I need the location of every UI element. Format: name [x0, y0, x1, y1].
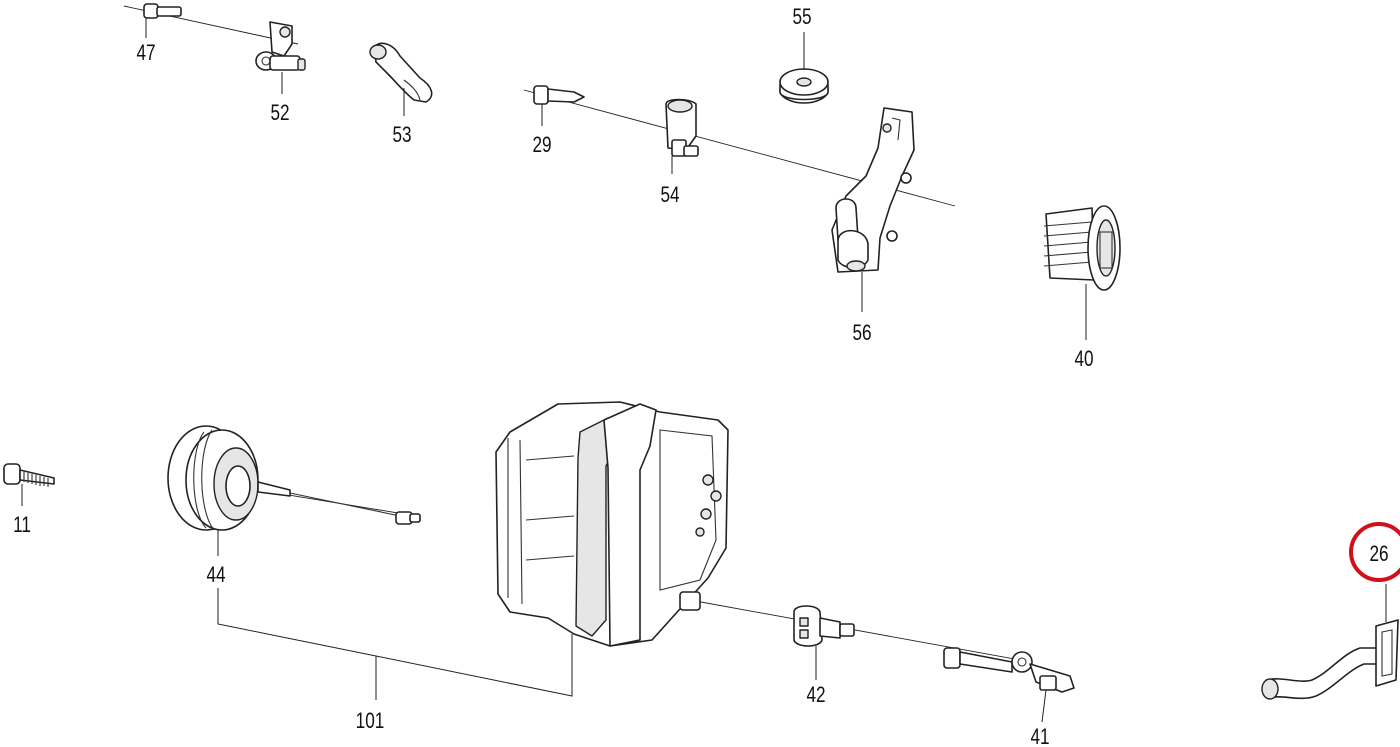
callout-101[interactable]: 101	[356, 709, 385, 734]
callout-42[interactable]: 42	[806, 683, 825, 708]
callout-52[interactable]: 52	[270, 101, 289, 126]
callout-53[interactable]: 53	[392, 123, 411, 148]
axis-line-42-41	[689, 599, 1021, 661]
callout-44[interactable]: 44	[206, 563, 225, 588]
callout-54[interactable]: 54	[660, 183, 679, 208]
callout-56[interactable]: 56	[852, 321, 871, 346]
callout-26[interactable]: 26	[1369, 542, 1388, 567]
part-56-throttle-body[interactable]	[831, 107, 915, 273]
part-54-clamp[interactable]	[665, 98, 699, 157]
leader-41	[1041, 689, 1047, 723]
part-11-screw[interactable]	[3, 463, 55, 487]
highlight-circle-26	[1349, 522, 1400, 582]
part-29-bolt[interactable]	[533, 85, 585, 105]
part-47-bolt[interactable]	[143, 3, 182, 19]
part-53-elbow-hose[interactable]	[369, 42, 433, 103]
callout-55[interactable]: 55	[792, 5, 811, 30]
callout-40[interactable]: 40	[1074, 347, 1093, 372]
callout-41[interactable]: 41	[1030, 725, 1049, 747]
part-52-bracket[interactable]	[255, 21, 306, 71]
callout-47[interactable]: 47	[136, 41, 155, 66]
part-44-cap[interactable]	[167, 425, 421, 531]
part-101-housing[interactable]	[495, 401, 729, 647]
part-40-threaded-plug[interactable]	[1043, 205, 1121, 291]
callout-29[interactable]: 29	[532, 133, 551, 158]
part-41-linkage[interactable]	[943, 647, 1075, 693]
callout-11[interactable]: 11	[13, 513, 31, 538]
part-42-coupling[interactable]	[793, 605, 855, 647]
part-55-washer[interactable]	[779, 68, 829, 104]
part-26-bent-tube[interactable]	[1261, 619, 1399, 700]
